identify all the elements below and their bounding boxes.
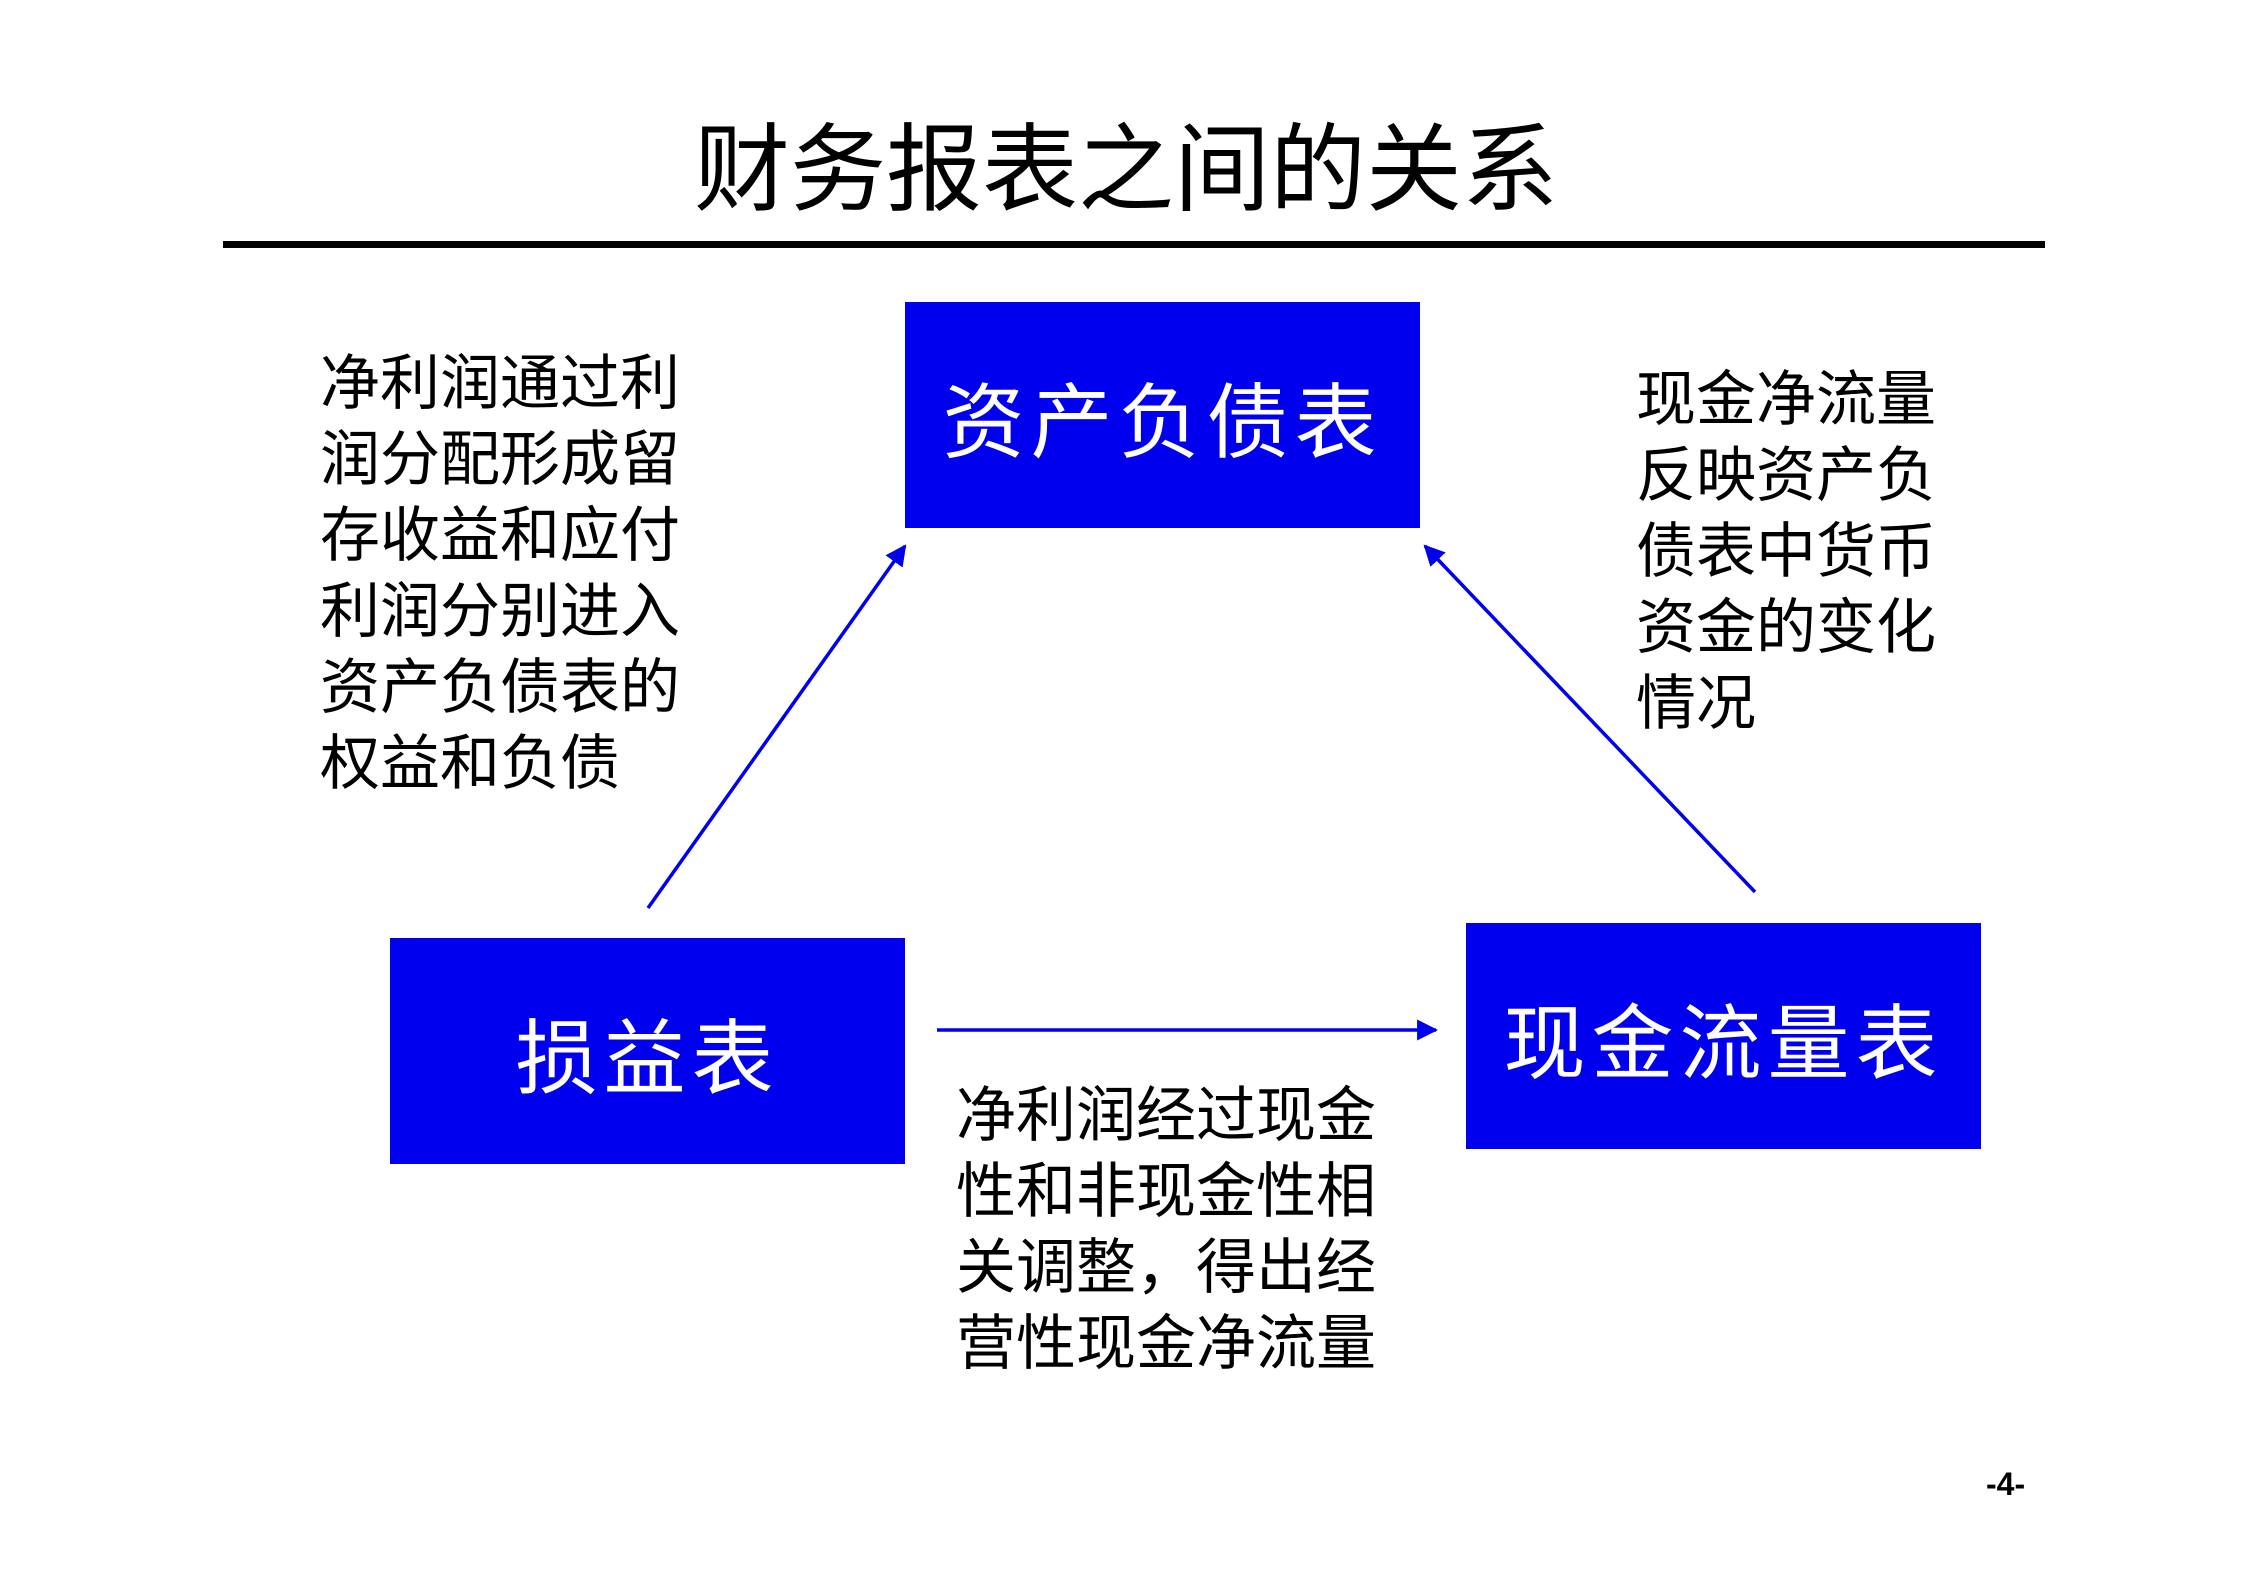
caption-line: 情况 (1636, 669, 1756, 739)
caption-line: 存收益和应付 (320, 501, 680, 571)
caption-line: 净利润通过利 (320, 349, 680, 419)
income-statement-box: 损益表 (390, 938, 905, 1164)
caption-cash-to-balance: 现金净流量 反映资产负 债表中货币 资金的变化 情况 (1636, 362, 1936, 742)
caption-income-to-balance: 净利润通过利 润分配形成留 存收益和应付 利润分别进入 资产负债表的 权益和负债 (320, 346, 680, 802)
income-statement-label: 损益表 (515, 1011, 780, 1107)
caption-line: 反映资产负 (1636, 441, 1936, 511)
page-title: 财务报表之间的关系 (694, 114, 1558, 226)
caption-line: 关调整，得出经 (956, 1233, 1376, 1303)
balance-sheet-label: 资产负债表 (942, 375, 1383, 471)
cash-flow-statement-label: 现金流量表 (1503, 996, 1944, 1092)
title-divider (223, 241, 2045, 248)
page-number: -4- (1986, 1466, 2026, 1502)
caption-income-to-cash: 净利润经过现金 性和非现金性相 关调整，得出经 营性现金净流量 (956, 1078, 1376, 1382)
caption-line: 资产负债表的 (320, 653, 680, 723)
caption-line: 债表中货币 (1636, 517, 1936, 587)
caption-line: 性和非现金性相 (956, 1157, 1376, 1227)
balance-sheet-box: 资产负债表 (905, 302, 1420, 528)
caption-line: 现金净流量 (1636, 365, 1936, 435)
caption-line: 润分配形成留 (320, 425, 680, 495)
caption-line: 营性现金净流量 (956, 1309, 1376, 1379)
cash-flow-statement-box: 现金流量表 (1466, 923, 1981, 1149)
caption-line: 资金的变化 (1636, 593, 1936, 663)
caption-line: 权益和负债 (320, 729, 620, 799)
caption-line: 利润分别进入 (320, 577, 680, 647)
arrow-income-to-balance (646, 544, 907, 910)
caption-line: 净利润经过现金 (956, 1081, 1376, 1151)
